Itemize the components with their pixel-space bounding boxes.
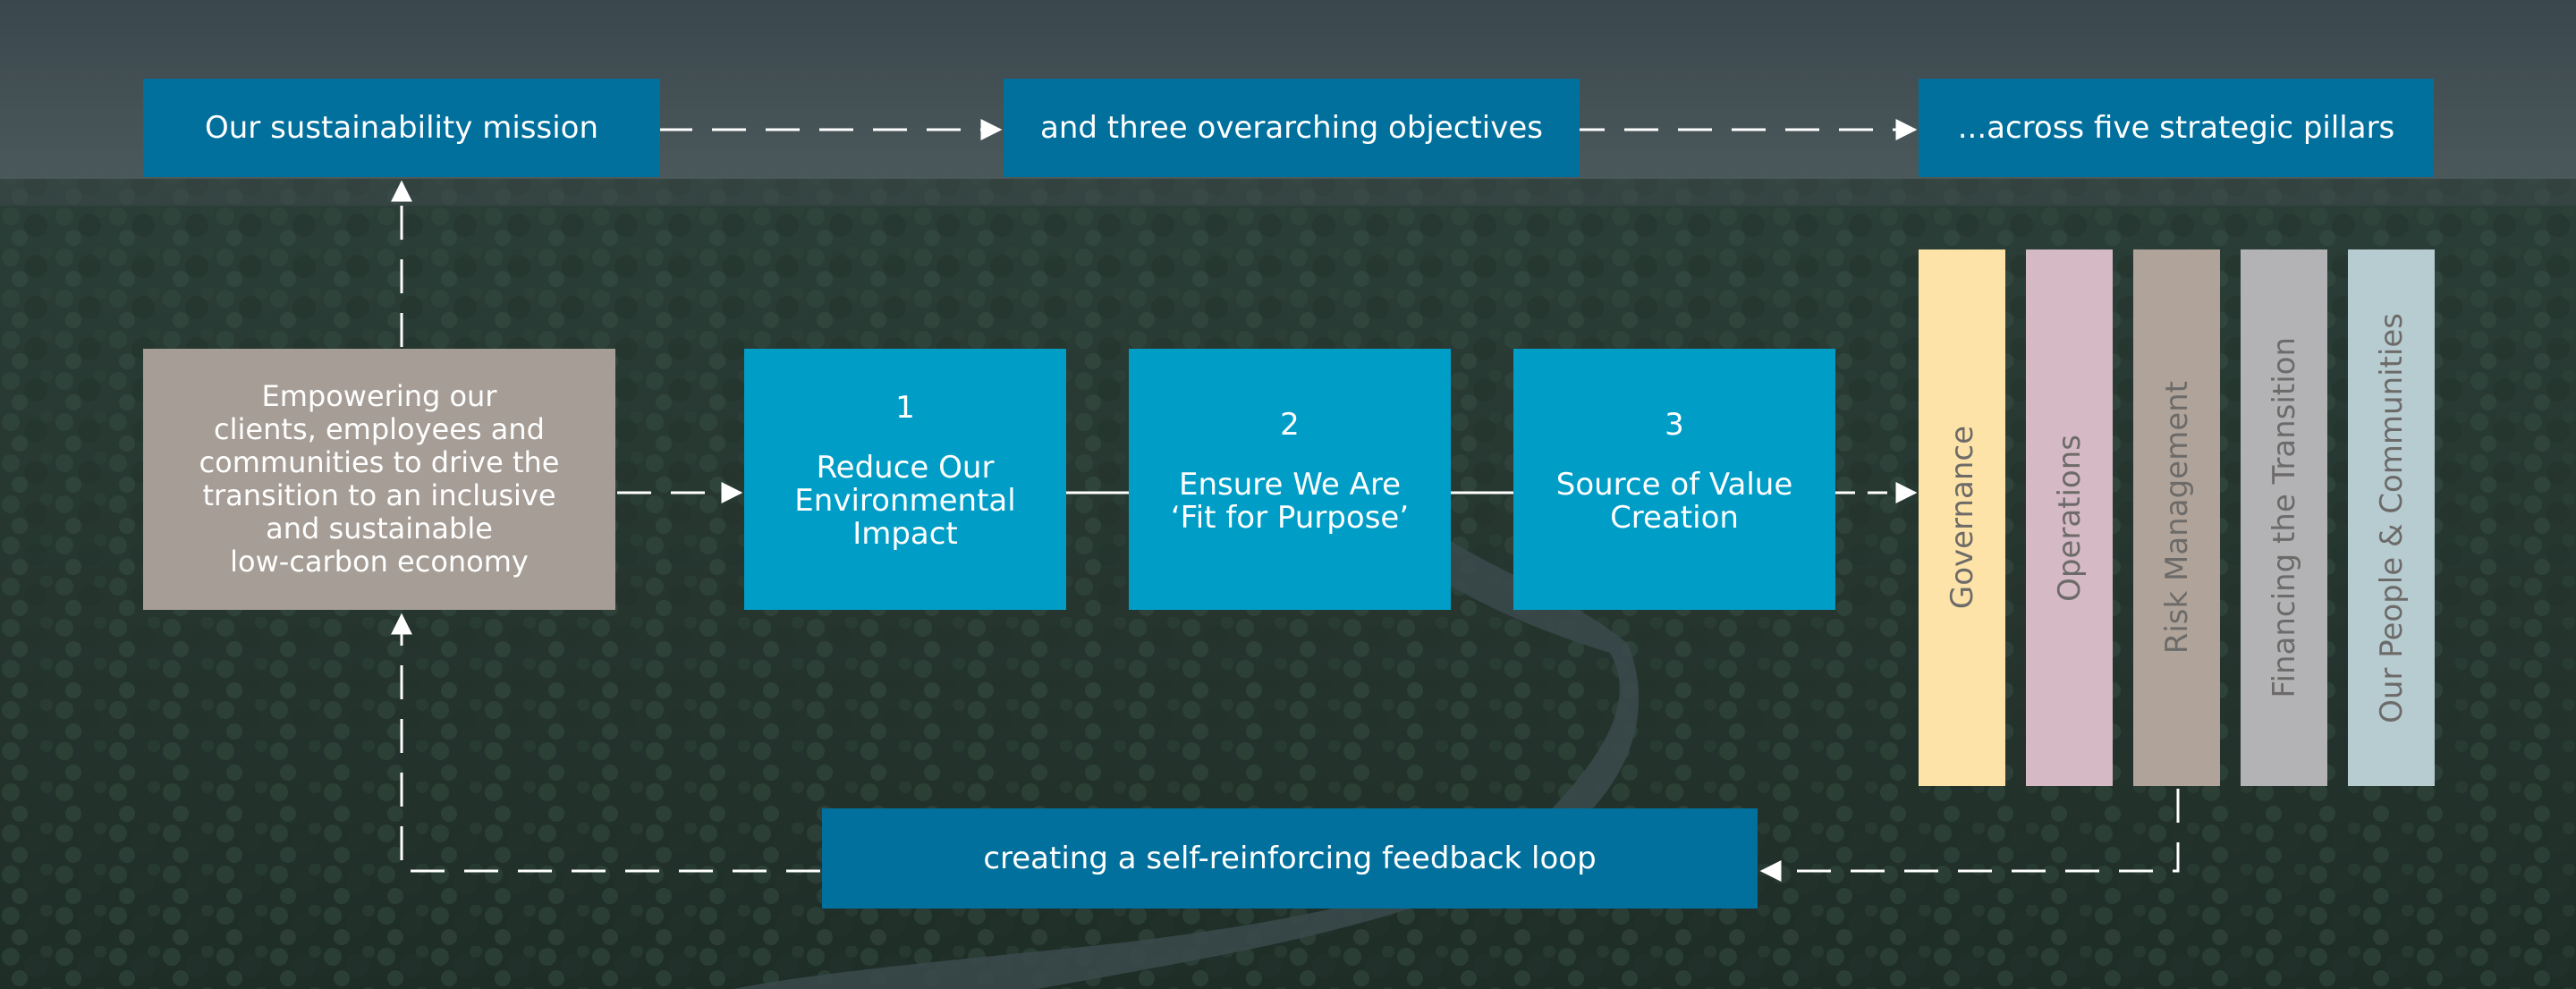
pillar-financing-label: Financing the Transition (2266, 337, 2302, 698)
arrow-feedback-to-empower (391, 613, 820, 873)
objective-3-box: 3 Source of Value Creation (1513, 349, 1835, 610)
pillar-people-label: Our People & Communities (2373, 312, 2410, 723)
pillar-governance-label: Governance (1944, 426, 1980, 610)
feedback-loop-box: creating a self-reinforcing feedback loo… (822, 808, 1758, 909)
objective-1-label: Reduce Our Environmental Impact (794, 450, 1016, 552)
mission-statement-box: Empowering our clients, employees and co… (143, 349, 615, 610)
pillars-header-label: ...across five strategic pillars (1957, 110, 2395, 146)
pillar-risk-management-label: Risk Management (2158, 381, 2195, 655)
objective-1-box: 1 Reduce Our Environmental Impact (744, 349, 1066, 610)
objective-1-number: 1 (895, 390, 915, 426)
objective-2-label: Ensure We Are ‘Fit for Purpose’ (1170, 466, 1410, 536)
objectives-header: and three overarching objectives (1004, 79, 1580, 177)
objective-2-box: 2 Ensure We Are ‘Fit for Purpose’ (1129, 349, 1451, 610)
mission-statement-text: Empowering our clients, employees and co… (199, 379, 560, 579)
feedback-loop-label: creating a self-reinforcing feedback loo… (983, 841, 1597, 876)
pillar-operations-label: Operations (2051, 434, 2088, 602)
objectives-header-label: and three overarching objectives (1039, 110, 1543, 146)
mission-header: Our sustainability mission (143, 79, 660, 177)
pillar-risk-management: Risk Management (2133, 249, 2220, 786)
pillar-operations: Operations (2026, 249, 2113, 786)
objective-2-number: 2 (1280, 406, 1300, 443)
pillars-header: ...across five strategic pillars (1919, 79, 2434, 177)
objective-3-label: Source of Value Creation (1555, 466, 1793, 536)
mission-header-label: Our sustainability mission (204, 110, 599, 146)
arrow-pillars-to-feedback (1759, 789, 2180, 882)
pillar-governance: Governance (1919, 249, 2005, 786)
objective-3-number: 3 (1665, 406, 1684, 443)
pillar-financing-the-transition: Financing the Transition (2241, 249, 2327, 786)
pillar-our-people-communities: Our People & Communities (2348, 249, 2435, 786)
